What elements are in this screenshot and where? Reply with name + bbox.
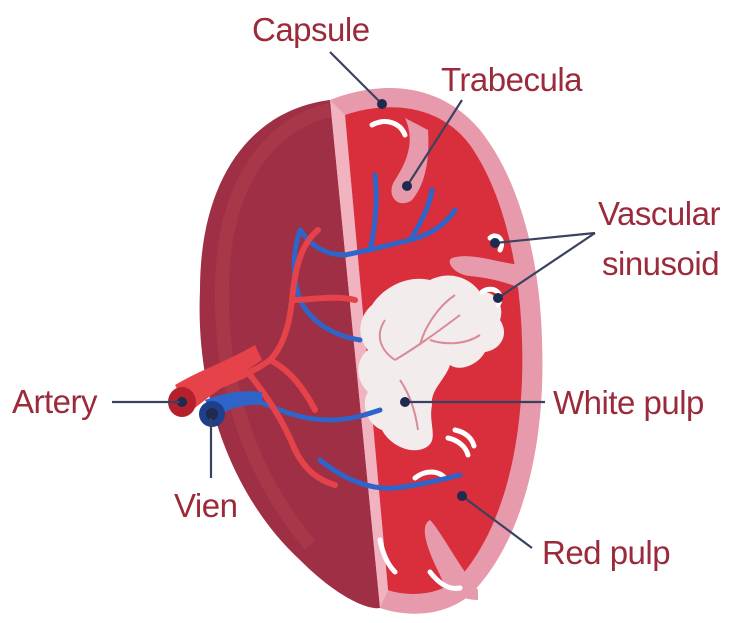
vascular-anchor-dot-1: [490, 238, 500, 248]
capsule-label: Capsule: [252, 11, 370, 48]
artery-label: Artery: [12, 383, 98, 420]
vascular-anchor-dot-2: [493, 293, 503, 303]
white-pulp-label: White pulp: [553, 384, 704, 421]
trabecula-anchor-dot: [402, 181, 412, 191]
white-pulp-anchor-dot: [400, 397, 410, 407]
vascular-label-line2: sinusoid: [602, 245, 719, 282]
capsule-anchor-dot: [377, 99, 387, 109]
vien-label: Vien: [174, 487, 237, 524]
red-pulp-anchor-dot: [457, 491, 467, 501]
trabecula-label: Trabecula: [441, 61, 583, 98]
vascular-label-line1: Vascular: [598, 195, 720, 232]
red-pulp-label: Red pulp: [542, 534, 670, 571]
